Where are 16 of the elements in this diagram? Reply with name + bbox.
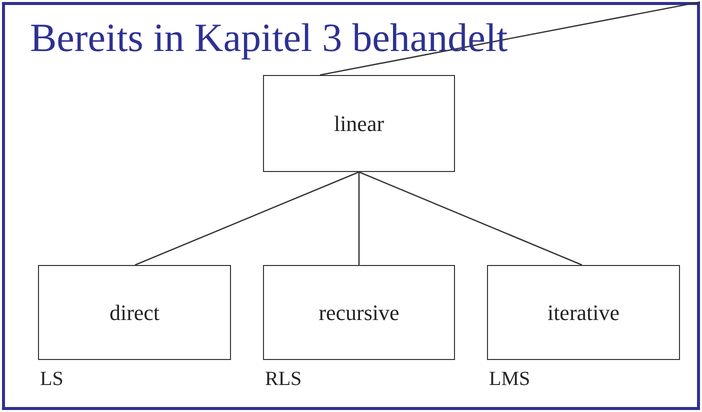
process-box [38,265,231,360]
leader-line [320,1,700,76]
node-caption: LS [40,368,64,391]
node-label: iterative [547,300,620,326]
process-box [263,265,455,360]
process-box [263,75,455,172]
node-label: recursive [318,300,400,326]
node-caption: LMS [489,368,530,391]
node-label: direct [109,300,160,326]
connector-line [358,172,360,265]
title: Bereits in Kapitel 3 behandelt [30,14,508,61]
connector-line [134,171,360,266]
node-caption: RLS [265,368,302,391]
node-label: linear [334,110,384,136]
process-box [487,265,680,360]
connector-line [358,171,582,266]
